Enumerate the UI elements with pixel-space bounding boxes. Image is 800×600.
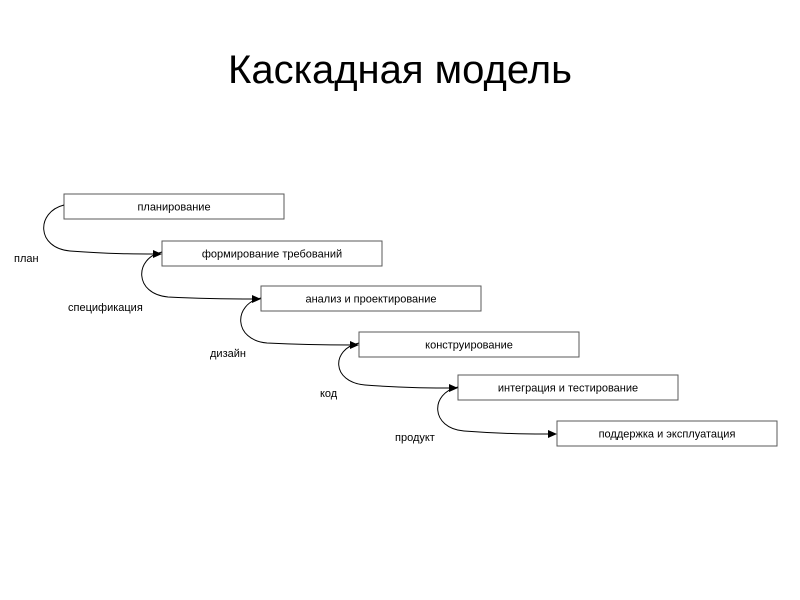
stage-box-construction: конструирование xyxy=(358,331,580,358)
artifact-label-specification: спецификация xyxy=(68,302,143,314)
artifact-label-design: дизайн xyxy=(210,348,246,360)
artifact-label-plan: план xyxy=(14,253,39,265)
stage-label-maintenance: поддержка и эксплуатация xyxy=(599,429,736,441)
stage-label-integration: интеграция и тестирование xyxy=(498,383,638,395)
stage-box-planning: планирование xyxy=(63,193,285,220)
stage-box-integration: интеграция и тестирование xyxy=(457,374,679,401)
artifact-label-code: код xyxy=(320,388,338,400)
stage-label-analysis: анализ и проектирование xyxy=(305,294,436,306)
stage-box-maintenance: поддержка и эксплуатация xyxy=(556,420,778,447)
stage-label-requirements: формирование требований xyxy=(202,249,342,261)
arrow-design xyxy=(240,297,359,349)
arrow-product xyxy=(437,386,557,438)
stage-box-analysis: анализ и проектирование xyxy=(260,285,482,312)
stage-label-construction: конструирование xyxy=(425,340,513,352)
slide-title: Каскадная модель xyxy=(228,48,572,92)
stage-box-requirements: формирование требований xyxy=(161,240,383,267)
arrow-plan xyxy=(43,204,162,258)
artifact-label-product: продукт xyxy=(395,432,435,444)
stage-label-planning: планирование xyxy=(137,202,210,214)
